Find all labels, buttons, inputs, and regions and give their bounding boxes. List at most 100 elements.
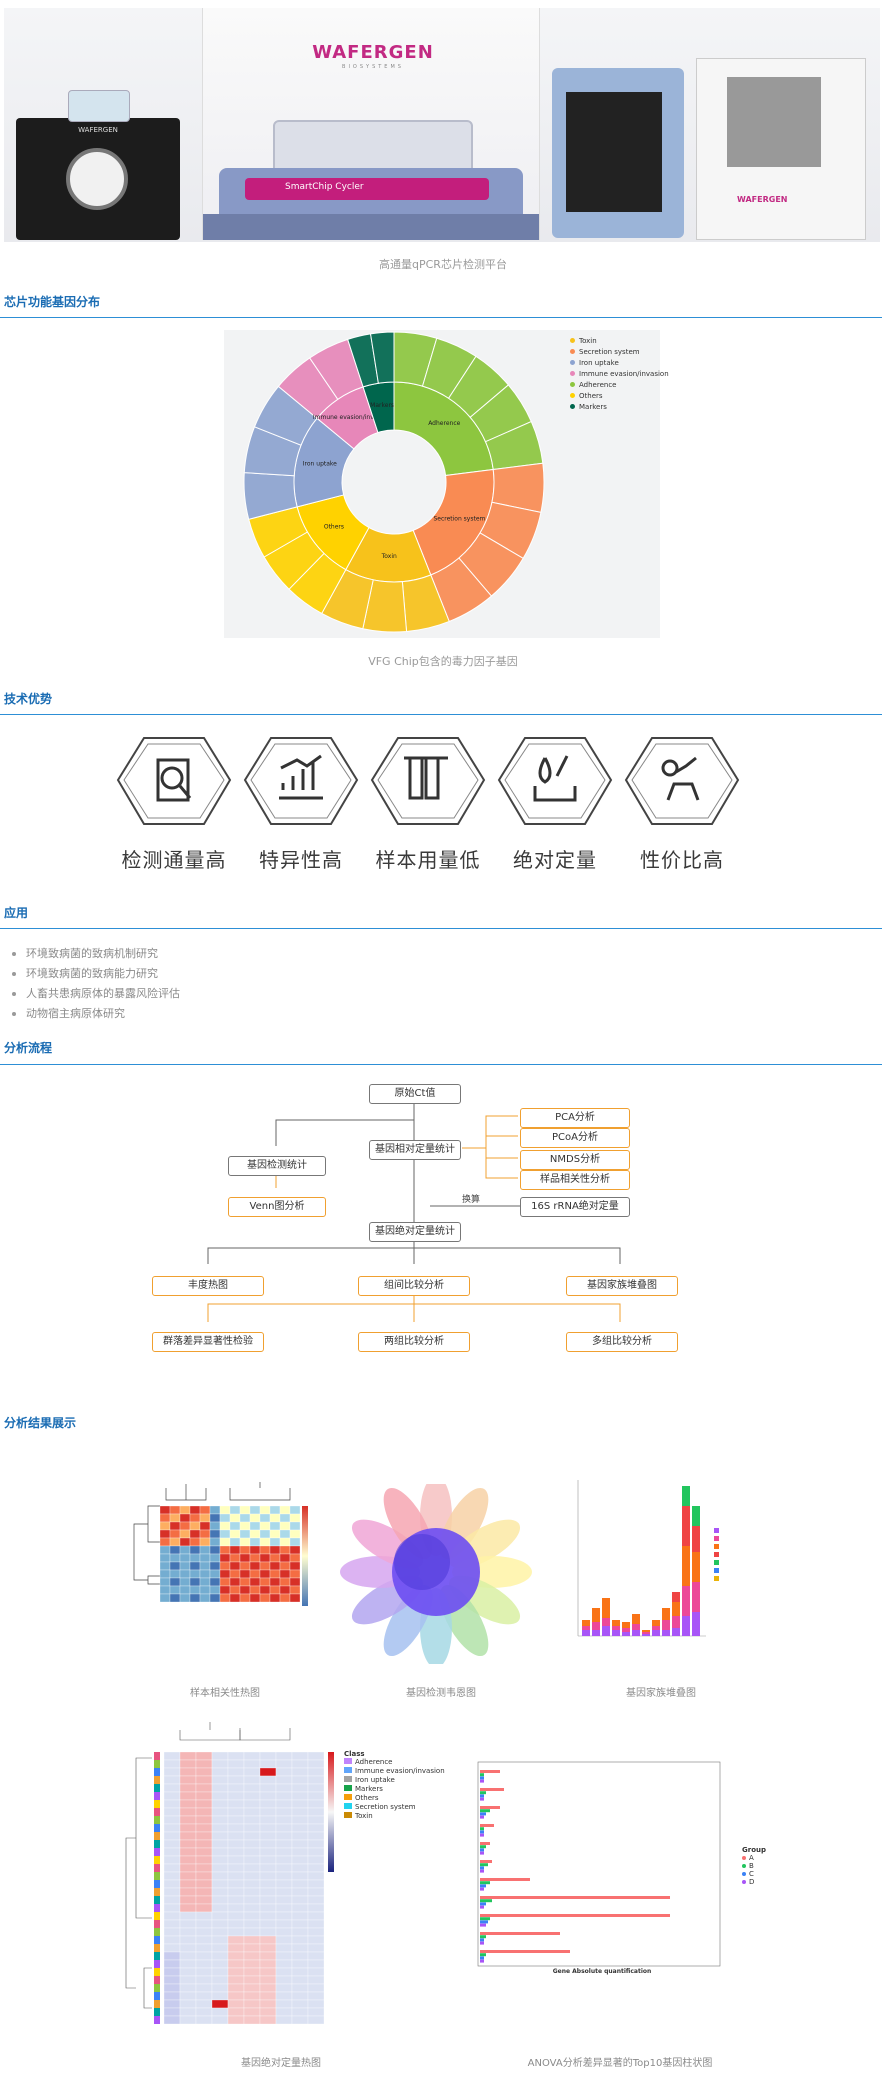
class-annotation-cell <box>154 1840 160 1848</box>
flow-node-abs: 基因绝对定量统计 <box>369 1222 461 1242</box>
anova-bar <box>480 1770 500 1773</box>
section-divider <box>0 714 882 715</box>
right-device-white: WAFERGEN <box>696 58 866 240</box>
heatmap-cell <box>227 2007 245 2017</box>
heatmap-cell <box>275 1999 293 2009</box>
heatmap-cell <box>243 1911 261 1921</box>
heatmap-cell <box>239 1529 251 1539</box>
heatmap-cell <box>307 1887 325 1897</box>
heatmap-cell <box>289 1505 301 1515</box>
class-annotation-cell <box>154 2008 160 2016</box>
anova-bar <box>480 1959 484 1963</box>
heatmap-cell <box>275 1855 293 1865</box>
heatmap-cell <box>249 1513 261 1523</box>
bar-chart-icon <box>243 737 359 825</box>
heatmap-cell <box>259 1505 271 1515</box>
abs-legend-label: Toxin <box>355 1812 373 1820</box>
heatmap-cell <box>279 1561 291 1571</box>
heatmap-cell <box>307 1799 325 1809</box>
heatmap-cell <box>307 1903 325 1913</box>
class-annotation-cell <box>154 1880 160 1888</box>
heatmap-cell <box>227 1847 245 1857</box>
left-device-jar <box>68 90 130 122</box>
abs-legend-item: Markers <box>344 1785 445 1794</box>
heatmap-cell <box>229 1553 241 1563</box>
heatmap-cell <box>291 1999 309 2009</box>
heatmap-cell <box>169 1569 181 1579</box>
right-device-slot <box>566 92 662 212</box>
heatmap-cell <box>159 1529 171 1539</box>
heatmap-cell <box>275 1863 293 1873</box>
anova-legend-label: A <box>749 1854 754 1862</box>
stacked-bar-segment <box>692 1526 700 1552</box>
heatmap-cell <box>159 1521 171 1531</box>
heatmap-cell <box>259 1513 271 1523</box>
heatmap-cell <box>249 1569 261 1579</box>
heatmap-cell <box>179 1815 197 1825</box>
heatmap-cell <box>211 2007 229 2017</box>
heatmap-cell <box>259 1999 277 2009</box>
class-annotation-cell <box>154 1936 160 1944</box>
heatmap-cell <box>269 1545 281 1555</box>
heatmap-cell <box>307 1791 325 1801</box>
class-annotation-cell <box>154 1768 160 1776</box>
heatmap-cell <box>307 1831 325 1841</box>
stacked-bar-segment <box>612 1620 620 1626</box>
anova-bar <box>480 1833 484 1837</box>
heatmap-cell <box>275 1943 293 1953</box>
heatmap-cell <box>179 1529 191 1539</box>
heatmap-cell <box>259 1545 271 1555</box>
heatmap-cell <box>307 1927 325 1937</box>
heatmap-cell <box>249 1577 261 1587</box>
sunburst-legend-item: Secretion system <box>570 347 658 358</box>
heatmap-cell <box>195 1903 213 1913</box>
heatmap-cell <box>239 1561 251 1571</box>
heatmap-cell <box>163 1951 181 1961</box>
heatmap-cell <box>259 1887 277 1897</box>
heatmap-cell <box>249 1537 261 1547</box>
heatmap-cell <box>179 1759 197 1769</box>
heatmap-cell <box>275 2007 293 2017</box>
heatmap-cell <box>211 1919 229 1929</box>
heatmap-cell <box>243 1935 261 1945</box>
price-icon <box>624 737 740 825</box>
heatmap-cell <box>291 1895 309 1905</box>
heatmap-cell <box>259 1775 277 1785</box>
class-annotation-cell <box>154 1872 160 1880</box>
heatmap-cell <box>275 1991 293 2001</box>
heatmap-cell <box>259 1807 277 1817</box>
heatmap-cell <box>275 1815 293 1825</box>
heatmap-cell <box>209 1521 221 1531</box>
heatmap-cell <box>211 1983 229 1993</box>
sunburst-label: Markers <box>370 402 394 409</box>
heatmap-cell <box>259 1585 271 1595</box>
stack-legend-swatch <box>714 1536 719 1541</box>
heatmap-cell <box>259 1815 277 1825</box>
stacked-bar-segment <box>602 1618 610 1626</box>
heatmap-cell <box>163 1911 181 1921</box>
heatmap-cell <box>159 1505 171 1515</box>
heatmap-cell <box>259 1577 271 1587</box>
heatmap-cell <box>275 1879 293 1889</box>
heatmap-cell <box>275 1775 293 1785</box>
heatmap-cell <box>199 1505 211 1515</box>
heatmap-cell <box>179 1505 191 1515</box>
heatmap-cell <box>211 1967 229 1977</box>
heatmap-cell <box>275 1783 293 1793</box>
heatmap-cell <box>163 1799 181 1809</box>
stack-legend-swatch <box>714 1552 719 1557</box>
anova-bar <box>480 1884 486 1888</box>
heatmap-cell <box>269 1553 281 1563</box>
heatmap-cell <box>243 1975 261 1985</box>
heatmap-cell <box>275 2015 293 2025</box>
heatmap-cell <box>307 1759 325 1769</box>
heatmap-cell <box>275 1895 293 1905</box>
heatmap-cell <box>227 1895 245 1905</box>
heatmap-cell <box>291 1791 309 1801</box>
heatmap-cell <box>195 1991 213 2001</box>
stacked-bar-segment <box>582 1630 590 1636</box>
heatmap-cell <box>163 1927 181 1937</box>
heatmap-cell <box>279 1521 291 1531</box>
anova-bar <box>480 1851 484 1855</box>
anova-bar <box>480 1797 484 1801</box>
